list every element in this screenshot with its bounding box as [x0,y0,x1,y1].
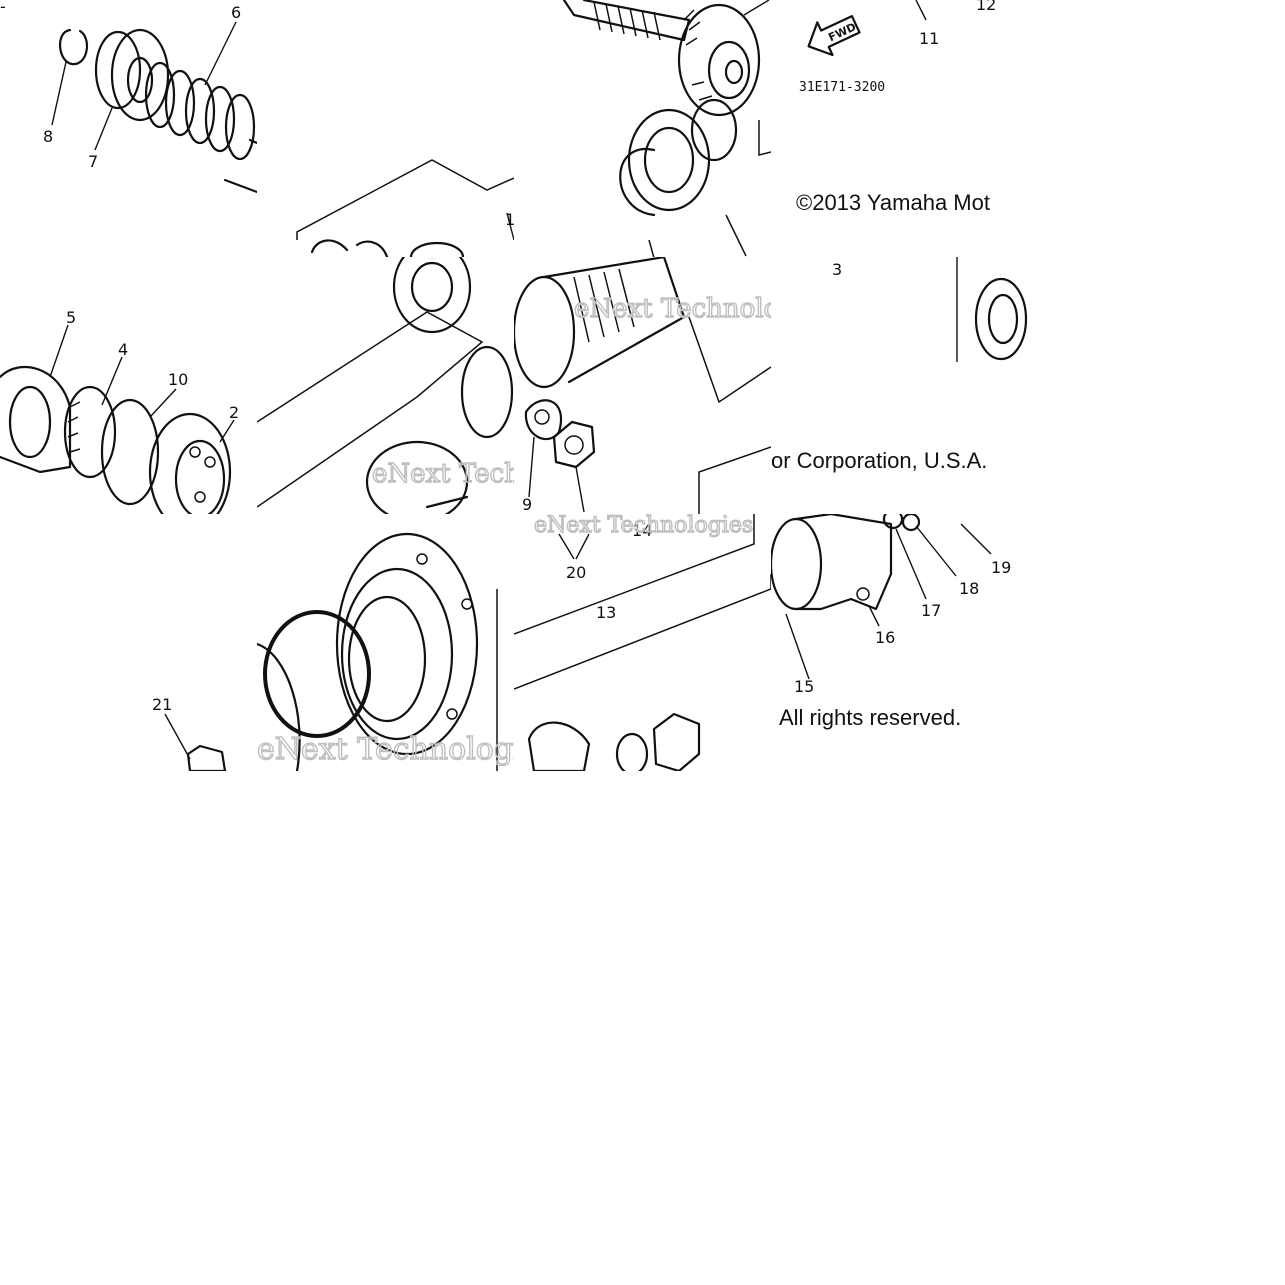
callout-2: 2 [229,403,239,422]
callout-7: 7 [88,152,98,171]
tile-seal: 3 [771,257,1028,514]
tile-clutch-hub: 5 4 10 2 [0,257,257,514]
bolt-part [186,744,227,771]
tile-drive-flange: 15 16 17 18 19 [771,514,1028,771]
copyright-line-1: ©2013 Yamaha Mot [796,190,990,215]
bracket-drawing: 20 13 14 eNext Technologies [514,514,771,771]
callout-19: 19 [991,558,1011,577]
bearing-part [148,412,232,514]
tile-pinion-gear: 9 eNext Technologies [514,257,771,514]
tile-bevel-gear [514,0,771,257]
clutch-hub-drawing: 5 4 10 2 [0,308,239,514]
svg-text:eNext Technologies: eNext Technologies [372,459,514,489]
bevel-gear-part [677,3,761,117]
tile-spring-assembly: 6 8 7 - [0,0,257,257]
drive-flange-part [794,514,893,611]
callout-21: 21 [152,695,172,714]
callout-12: 12 [976,0,996,14]
figure-code: 31E171-3200 [799,80,886,95]
bracket-part [527,721,591,771]
tile-bolt: 21 [0,514,257,771]
callout-4: 4 [118,340,128,359]
callout-15: 15 [794,677,814,696]
oil-seal-part [974,277,1028,361]
washer-part [94,30,142,110]
tile-fwd-note: FWD 11 12 [771,0,1028,257]
bearing-housing-drawing: eNext Technologies [257,257,514,514]
callout-8: 8 [43,127,53,146]
circlip-part [59,28,89,66]
callout-18: 18 [959,579,979,598]
callout-9: 9 [522,495,532,514]
watermark: eNext Technologies [574,294,771,324]
callout-14: 14 [632,521,652,540]
case-cover-part [335,532,479,756]
copyright-line-2: or Corporation, U.S.A. [771,448,988,473]
watermark: eNext Technologies [371,458,514,489]
callout-13: 13 [596,603,616,622]
tile-frame-top [257,0,514,257]
case-cover-drawing: eNext Technologies [257,532,514,771]
callout-20: 20 [566,563,586,582]
frame-top-drawing [296,159,514,257]
circlip-part [619,147,656,217]
callout-5: 5 [66,308,76,327]
o-ring-part [263,610,371,738]
bolt-drawing: 21 [152,695,227,771]
callout-16: 16 [875,628,895,647]
callout-10: 10 [168,370,188,389]
hub-part [0,365,72,474]
tile-case-cover: eNext Technologies [257,514,514,771]
watermark: eNext Technologies [534,514,753,538]
tile-bracket: 20 13 14 eNext Technologies [514,514,771,771]
fwd-arrow-drawing: FWD 11 12 [807,0,996,57]
spring-part [144,61,256,161]
bevel-gear-drawing [562,0,771,257]
pinion-gear-drawing: 9 eNext Technologies [514,257,771,514]
seal-drawing: 3 [832,257,1028,362]
svg-text:-: - [0,0,6,16]
ring-part [100,398,160,506]
gear-part [63,385,117,479]
callout-1: 1 [505,210,515,229]
nut-part [552,420,596,469]
watermark: eNext Technologies [257,732,514,767]
callout-6: 6 [231,3,241,22]
spring-assembly-drawing: 6 8 7 - [0,0,257,194]
callout-11: 11 [919,29,939,48]
tile-bearing-housing: eNext Technologies [257,257,514,514]
copyright-line-3: All rights reserved. [779,705,962,730]
drive-flange-drawing: 15 16 17 18 19 [771,514,1011,696]
callout-17: 17 [921,601,941,620]
callout-3: 3 [832,260,842,279]
